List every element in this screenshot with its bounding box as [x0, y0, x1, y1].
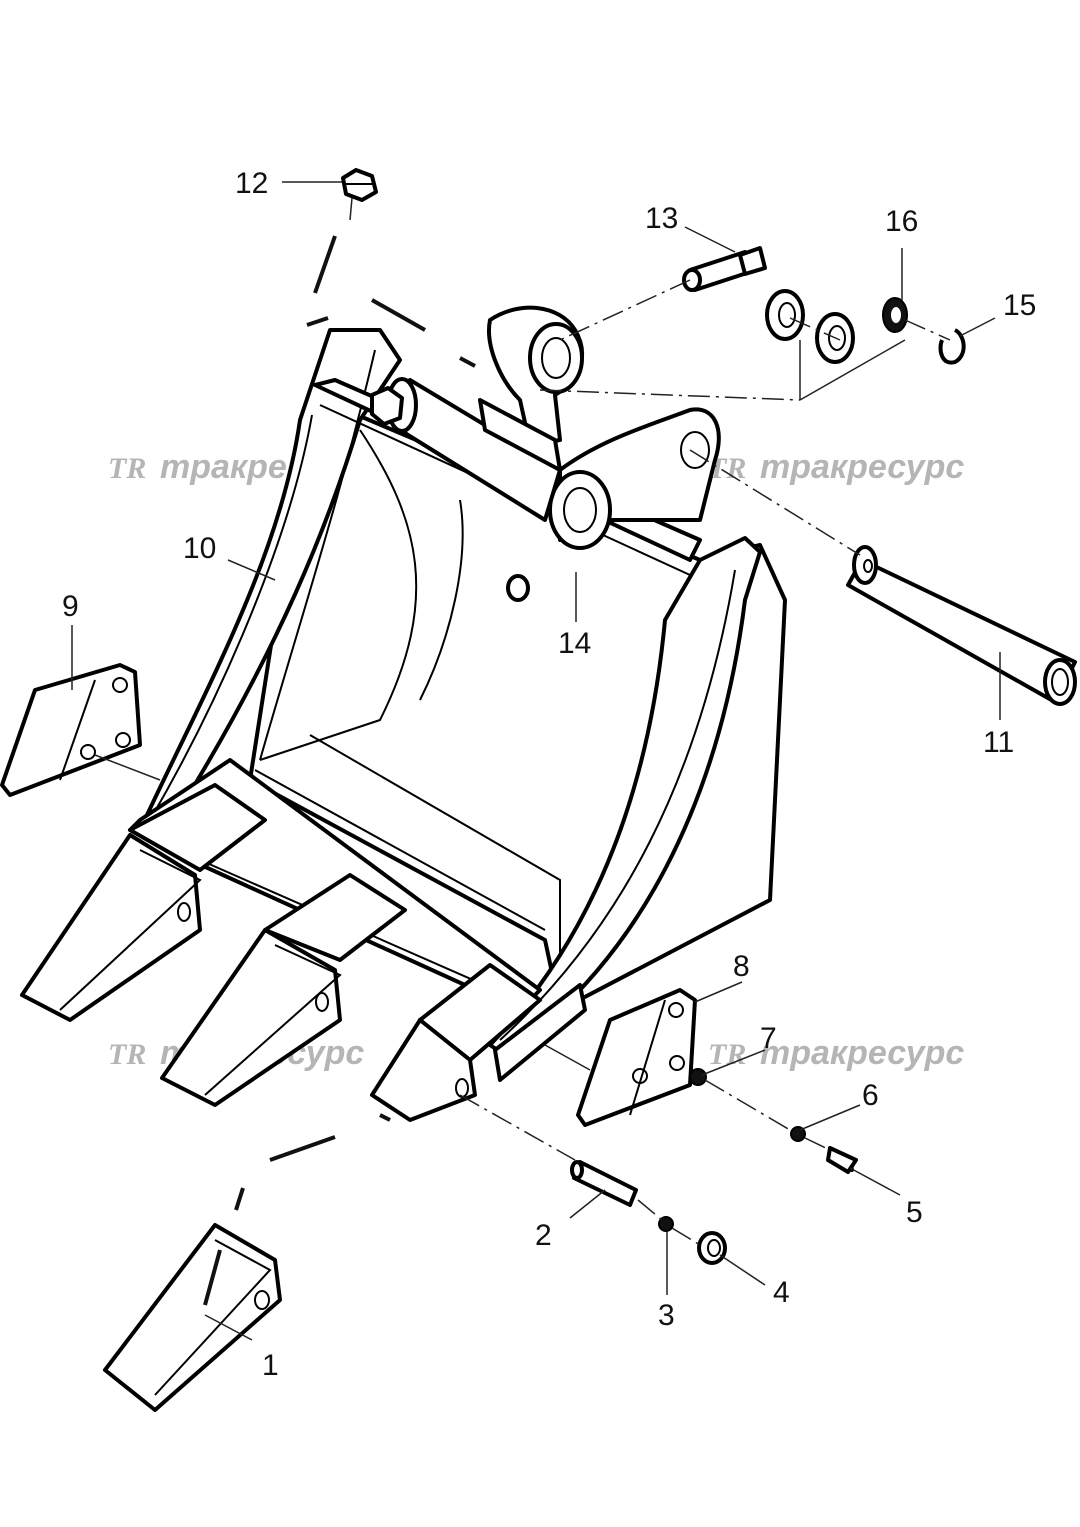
tooth-middle-installed [160, 873, 407, 1107]
svg-text:TR: TR [708, 1038, 746, 1071]
svg-text:TR: TR [108, 452, 146, 485]
callout-12: 12 [235, 167, 268, 200]
bucket-pin [846, 545, 1077, 706]
callout-13: 13 [645, 202, 678, 235]
shim-washer-16 [882, 297, 908, 333]
svg-text:тракресурс: тракресурс [760, 1034, 964, 1072]
tooth-left-installed [20, 783, 267, 1022]
callout-9: 9 [62, 590, 79, 623]
callout-4: 4 [773, 1276, 790, 1309]
tooth-exploded [103, 1223, 282, 1412]
callout-16: 16 [885, 205, 918, 238]
svg-text:тракресурс: тракресурс [760, 448, 964, 486]
callout-7: 7 [760, 1022, 777, 1055]
bucket-body [128, 305, 787, 1057]
callout-3: 3 [658, 1299, 675, 1332]
pin-lock-bolt [682, 246, 767, 292]
tooth-pin [570, 1160, 638, 1207]
nut [341, 168, 378, 202]
side-cutter-washer [790, 1126, 806, 1142]
callout-6: 6 [862, 1079, 879, 1112]
tooth-right-installed [370, 963, 542, 1122]
callout-14: 14 [558, 627, 591, 660]
side-cutter-left [0, 663, 142, 797]
snap-ring [938, 328, 966, 365]
callout-11: 11 [983, 726, 1014, 759]
callout-8: 8 [733, 950, 750, 983]
svg-text:TR: TR [108, 1038, 146, 1071]
retainer-bushing [697, 1231, 727, 1265]
leader-lines [71, 181, 1001, 1341]
callout-labels: 1 2 3 4 5 6 7 8 9 10 11 12 13 14 15 16 [62, 167, 1036, 1382]
watermark-top-right: TR тракресурс [708, 448, 964, 486]
callout-2: 2 [535, 1219, 552, 1252]
callout-10: 10 [183, 532, 216, 565]
assembly-lines [94, 197, 951, 1306]
retainer-washer [658, 1216, 674, 1232]
side-cutter-bolt [826, 1146, 858, 1174]
side-cutter-nut [689, 1068, 707, 1086]
right-lip-plate [493, 983, 587, 1082]
side-cutter-right [576, 988, 697, 1127]
watermark-bottom-right: TR тракресурс [708, 1034, 964, 1072]
callout-5: 5 [906, 1196, 923, 1229]
callout-15: 15 [1003, 289, 1036, 322]
callout-1: 1 [262, 1349, 279, 1382]
